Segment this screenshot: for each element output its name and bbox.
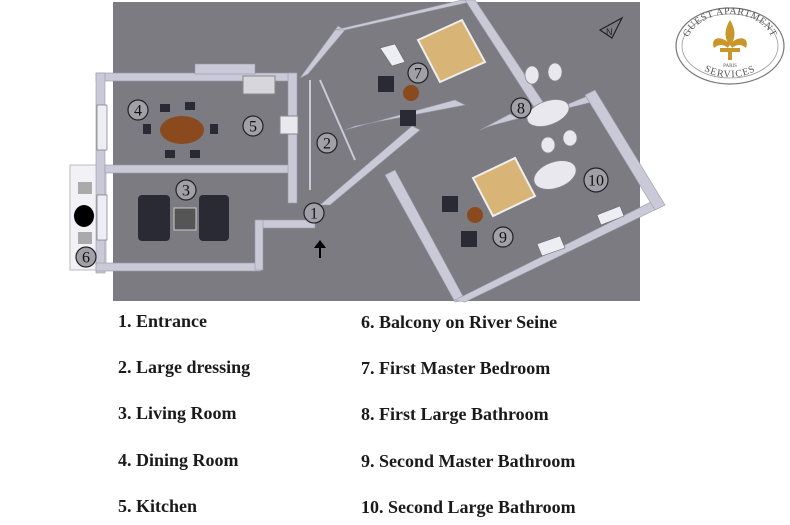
dressing-rail <box>319 79 356 161</box>
dining-chairs <box>143 102 218 158</box>
room-number-marker: 5 <box>242 115 264 137</box>
bedside-table <box>467 207 483 223</box>
guest-apartment-logo: GUEST APARTMENT SERVICES PARIS <box>675 6 785 85</box>
svg-text:5: 5 <box>249 119 257 136</box>
armchair <box>461 231 477 247</box>
svg-text:10: 10 <box>588 173 604 190</box>
bedside-table <box>403 85 419 101</box>
legend-item: 5. Kitchen <box>118 496 197 516</box>
svg-text:4: 4 <box>134 103 142 120</box>
armchair <box>400 110 416 126</box>
legend-item: 3. Living Room <box>118 403 237 423</box>
legend-item: 1. Entrance <box>118 311 207 331</box>
room-number-marker: 9 <box>492 226 514 248</box>
room-number-marker: 2 <box>316 132 338 154</box>
svg-text:8: 8 <box>517 101 525 118</box>
svg-text:3: 3 <box>182 183 190 200</box>
room-number-marker: 4 <box>127 99 149 121</box>
fleur-de-lis-icon <box>713 20 747 60</box>
svg-text:SERVICES: SERVICES <box>702 63 757 80</box>
svg-text:9: 9 <box>499 230 507 247</box>
legend-item: 4. Dining Room <box>118 450 239 470</box>
balcony-chair <box>78 182 92 194</box>
balcony-chair <box>78 232 92 244</box>
armchair <box>378 76 394 92</box>
legend-item: 7. First Master Bedroom <box>361 358 551 378</box>
bathroom-fixtures <box>524 62 578 190</box>
legend-item: 2. Large dressing <box>118 357 251 377</box>
coffee-table <box>173 207 197 231</box>
walls <box>95 0 666 303</box>
svg-text:6: 6 <box>82 250 90 267</box>
armchair <box>442 196 458 212</box>
kitchen-stove <box>279 115 299 135</box>
room-number-marker: 6 <box>75 246 97 268</box>
room-number-marker: 1 <box>303 202 325 224</box>
sofas <box>138 195 229 241</box>
entrance-arrow-icon <box>314 240 326 258</box>
legend-item: 6. Balcony on River Seine <box>361 312 558 332</box>
windows <box>96 43 625 257</box>
bed-second-master <box>471 156 537 218</box>
room-number-marker: 7 <box>407 62 429 84</box>
room-number-marker: 8 <box>510 97 532 119</box>
room-number-marker: 3 <box>175 179 197 201</box>
bed-first-master <box>416 18 487 84</box>
dining-table <box>160 116 204 144</box>
compass-icon: N <box>598 16 624 39</box>
legend-item: 8. First Large Bathroom <box>361 404 549 424</box>
svg-text:PARIS: PARIS <box>723 64 737 69</box>
svg-text:7: 7 <box>414 66 422 83</box>
balcony-table <box>74 205 94 227</box>
svg-text:1: 1 <box>310 206 318 223</box>
legend-item: 9. Second Master Bathroom <box>361 451 576 471</box>
kitchen-sink <box>242 75 276 95</box>
svg-text:2: 2 <box>323 136 331 153</box>
room-number-marker: 10 <box>583 167 609 193</box>
legend-item: 10. Second Large Bathroom <box>361 497 576 517</box>
svg-text:N: N <box>606 27 613 37</box>
